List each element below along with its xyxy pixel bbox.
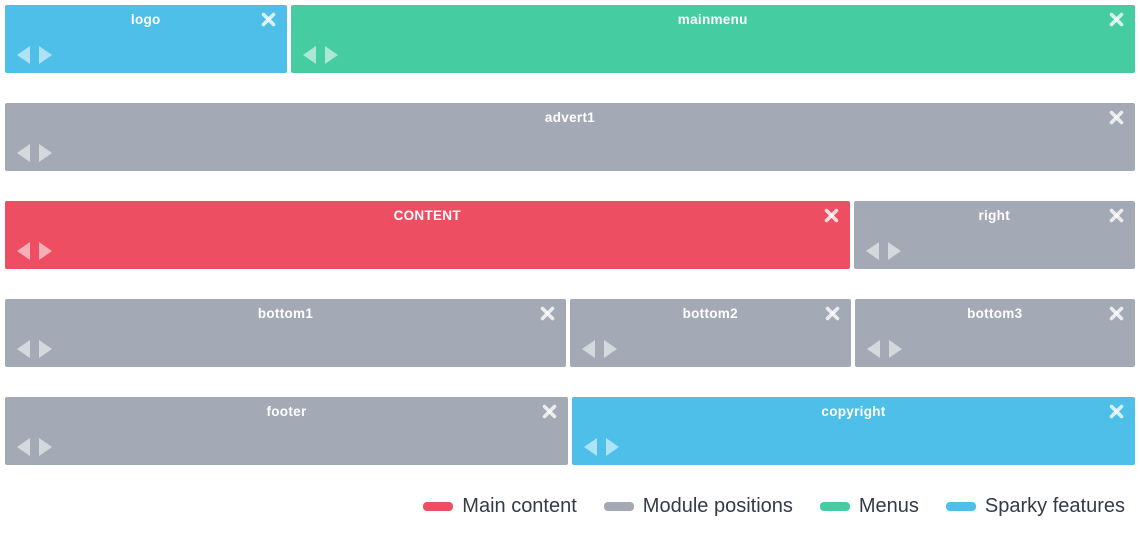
move-left-arrow-icon[interactable] <box>17 438 30 456</box>
position-block-right[interactable]: right <box>853 201 1135 269</box>
legend-item-label: Module positions <box>642 495 793 517</box>
move-left-arrow-icon[interactable] <box>17 46 30 64</box>
move-arrows <box>865 242 901 260</box>
position-block-content[interactable]: CONTENT <box>5 201 850 269</box>
move-right-arrow-icon[interactable] <box>39 144 52 162</box>
position-block-footer[interactable]: footer <box>5 397 568 465</box>
move-left-arrow-icon[interactable] <box>302 46 316 64</box>
position-block-label: CONTENT <box>393 208 461 223</box>
move-right-arrow-icon[interactable] <box>887 242 901 260</box>
position-block-logo[interactable]: logo <box>5 5 287 73</box>
close-icon[interactable] <box>824 208 839 223</box>
move-left-arrow-icon[interactable] <box>865 242 879 260</box>
move-arrows <box>584 438 619 456</box>
move-left-arrow-icon[interactable] <box>17 144 30 162</box>
position-block-bottom3[interactable]: bottom3 <box>854 299 1135 367</box>
move-right-arrow-icon[interactable] <box>39 340 52 358</box>
close-icon[interactable] <box>825 306 840 321</box>
move-arrows <box>17 46 52 64</box>
move-arrows <box>17 144 52 162</box>
move-left-arrow-icon[interactable] <box>584 438 597 456</box>
move-right-arrow-icon[interactable] <box>39 46 52 64</box>
legend-item-label: Main content <box>462 495 577 517</box>
legend-swatch <box>423 502 454 511</box>
legend-item-sparky-features: Sparky features <box>945 495 1125 518</box>
move-left-arrow-icon[interactable] <box>582 340 595 358</box>
layout-row: footer copyright <box>5 397 1135 465</box>
legend-swatch <box>819 502 850 511</box>
move-right-arrow-icon[interactable] <box>604 340 617 358</box>
move-arrows <box>17 438 52 456</box>
position-block-label: advert1 <box>544 110 596 125</box>
close-icon[interactable] <box>261 12 276 27</box>
close-icon[interactable] <box>540 306 555 321</box>
position-block-label: mainmenu <box>677 12 748 27</box>
move-right-arrow-icon[interactable] <box>324 46 338 64</box>
position-block-label: right <box>978 208 1010 223</box>
move-right-arrow-icon[interactable] <box>39 242 52 260</box>
close-icon[interactable] <box>1109 208 1124 223</box>
move-left-arrow-icon[interactable] <box>17 242 30 260</box>
position-block-mainmenu[interactable]: mainmenu <box>290 5 1135 73</box>
layout-row: logo mainmenu <box>5 5 1135 73</box>
position-block-advert1[interactable]: advert1 <box>5 103 1135 171</box>
move-left-arrow-icon[interactable] <box>17 340 30 358</box>
position-block-bottom1[interactable]: bottom1 <box>5 299 566 367</box>
layout-row: advert1 <box>5 103 1135 171</box>
legend-swatch <box>945 502 976 511</box>
position-block-label: bottom3 <box>967 306 1023 321</box>
legend-item-main-content: Main content <box>423 495 577 518</box>
position-block-copyright[interactable]: copyright <box>572 397 1135 465</box>
legend-item-label: Sparky features <box>984 495 1125 517</box>
close-icon[interactable] <box>1109 306 1124 321</box>
move-arrows <box>17 242 52 260</box>
position-block-label: bottom1 <box>257 306 314 321</box>
layout-builder: logo mainmenu advert1 <box>5 5 1135 518</box>
move-arrows <box>17 340 52 358</box>
close-icon[interactable] <box>1109 404 1124 419</box>
move-right-arrow-icon[interactable] <box>888 340 902 358</box>
legend-item-module-positions: Module positions <box>603 495 793 518</box>
legend-item-menus: Menus <box>819 495 919 518</box>
legend: Main content Module positions Menus Spar… <box>5 495 1135 518</box>
move-arrows <box>582 340 617 358</box>
layout-row: bottom1 bottom2 bottom3 <box>5 299 1135 367</box>
close-icon[interactable] <box>1109 110 1124 125</box>
move-arrows <box>866 340 902 358</box>
move-right-arrow-icon[interactable] <box>39 438 52 456</box>
move-arrows <box>302 46 338 64</box>
position-block-label: logo <box>130 12 161 27</box>
legend-swatch <box>603 502 634 511</box>
position-block-bottom2[interactable]: bottom2 <box>570 299 851 367</box>
move-right-arrow-icon[interactable] <box>606 438 619 456</box>
layout-row: CONTENT right <box>5 201 1135 269</box>
layout-rows: logo mainmenu advert1 <box>5 5 1135 465</box>
position-block-label: footer <box>266 404 307 419</box>
close-icon[interactable] <box>542 404 557 419</box>
position-block-label: bottom2 <box>682 306 738 321</box>
position-block-label: copyright <box>821 404 886 419</box>
legend-item-label: Menus <box>858 495 919 517</box>
move-left-arrow-icon[interactable] <box>866 340 880 358</box>
close-icon[interactable] <box>1109 12 1124 27</box>
